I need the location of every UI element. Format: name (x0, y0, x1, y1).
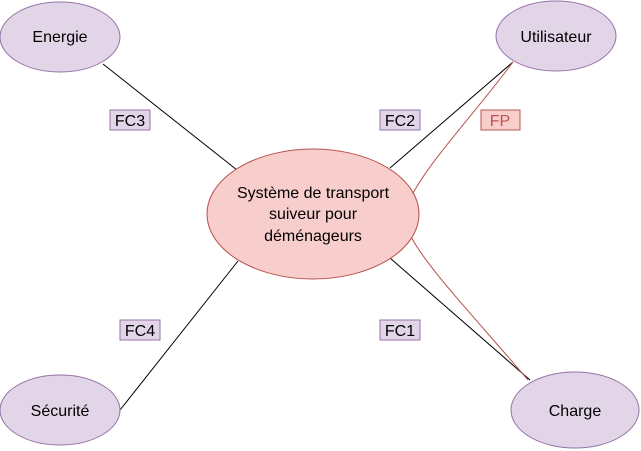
fp-label-box (480, 109, 521, 131)
fc3-label-text: FC3 (115, 113, 145, 130)
securite-ellipse (0, 374, 121, 446)
utilisateur-node: Utilisateur (495, 0, 617, 72)
fc2-label-text: FC2 (385, 113, 415, 130)
fc3-label-box (109, 109, 151, 131)
fc2-label-box (379, 109, 421, 131)
fp-label-text: FP (490, 113, 510, 130)
system-label-line-3: déménageurs (264, 228, 362, 245)
utilisateur-label: Utilisateur (520, 29, 592, 46)
fc1-label-text: FC1 (385, 323, 415, 340)
system-label-line-2: suiveur pour (269, 206, 358, 223)
fc2-connector (389, 61, 514, 169)
fc3-label: FC3 (109, 109, 151, 131)
fc2-label: FC2 (379, 109, 421, 131)
fc1-connector (389, 257, 531, 381)
fc4-label-text: FC4 (125, 323, 155, 340)
utilisateur-ellipse (495, 0, 617, 72)
system-ellipse (206, 148, 420, 280)
energie-label: Energie (32, 29, 87, 46)
charge-ellipse (510, 371, 640, 449)
charge-node: Charge (510, 371, 640, 449)
fc3-connector (102, 63, 238, 171)
system-node: Système de transport suiveur pour déména… (206, 148, 420, 280)
fp-label: FP (480, 109, 521, 131)
fc4-connector (119, 260, 239, 411)
securite-node: Sécurité (0, 374, 121, 446)
fc4-label-box (119, 319, 161, 341)
energie-node: Energie (0, 1, 121, 73)
charge-label: Charge (549, 403, 602, 420)
system-label-line-1: Système de transport (237, 185, 390, 202)
energie-ellipse (0, 1, 121, 73)
securite-label: Sécurité (31, 403, 90, 420)
fc1-label: FC1 (379, 319, 421, 341)
fc1-label-box (379, 319, 421, 341)
fc4-label: FC4 (119, 319, 161, 341)
